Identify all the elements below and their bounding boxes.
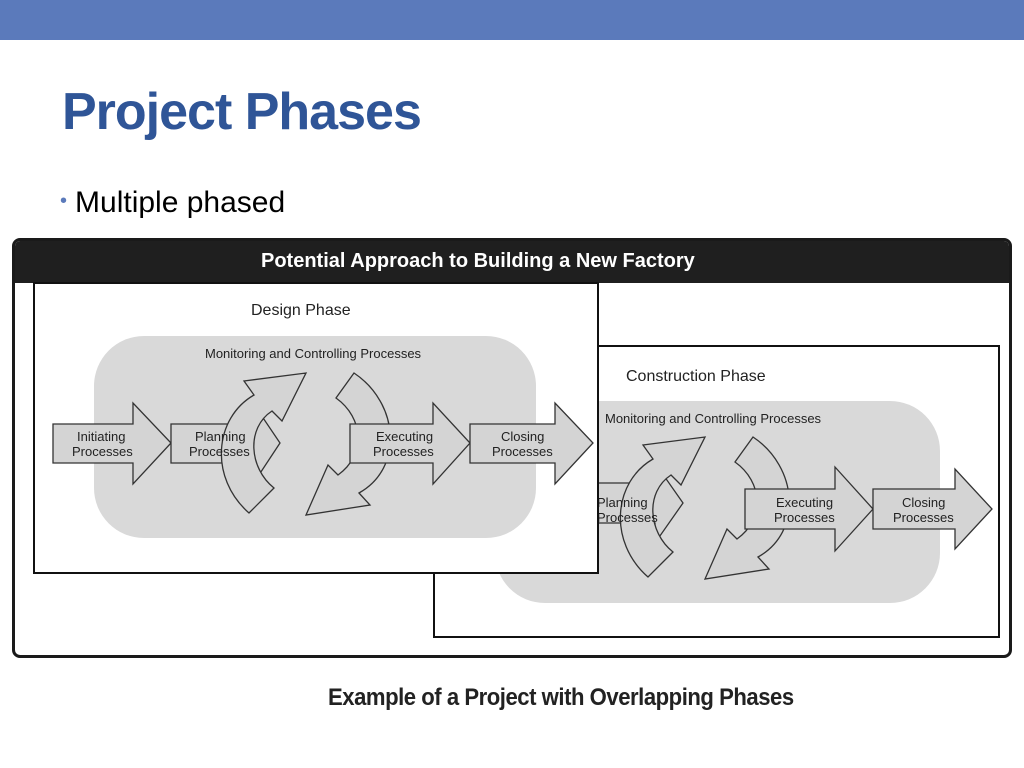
design-initiating-label-2: Processes <box>72 444 133 459</box>
construction-executing-arrow <box>744 465 874 553</box>
design-initiating-arrow <box>52 401 172 486</box>
bullet-icon: • <box>60 190 68 212</box>
construction-executing-label-1: Executing <box>776 495 833 510</box>
diagram-header-title: Potential Approach to Building a New Fac… <box>261 250 695 272</box>
construction-executing-label-2: Processes <box>774 510 835 525</box>
design-closing-label-2: Processes <box>492 444 553 459</box>
construction-closing-arrow <box>872 467 993 551</box>
construction-monitoring-cloud <box>495 401 940 603</box>
design-closing-arrow <box>469 401 594 486</box>
figure-caption: Example of a Project with Overlapping Ph… <box>328 684 794 711</box>
design-phase-title: Design Phase <box>251 302 351 319</box>
design-initiating-label-1: Initiating <box>77 429 125 444</box>
bullet-text: Multiple phased <box>75 186 286 219</box>
design-closing-label-1: Closing <box>501 429 544 444</box>
design-executing-label-2: Processes <box>373 444 434 459</box>
top-bar <box>0 0 1024 40</box>
construction-closing-label-2: Processes <box>893 510 954 525</box>
design-executing-arrow <box>349 401 471 486</box>
construction-closing-label-1: Closing <box>902 495 945 510</box>
diagram-svg: Construction Phase Monitoring and Contro… <box>33 282 1000 638</box>
design-executing-label-1: Executing <box>376 429 433 444</box>
design-planning-label-2: Processes <box>189 444 250 459</box>
design-monitoring-cloud <box>94 336 536 538</box>
bullet-item: • Multiple phased <box>60 186 285 220</box>
construction-monitoring-label: Monitoring and Controlling Processes <box>605 411 822 426</box>
diagram-header: Potential Approach to Building a New Fac… <box>15 241 1009 283</box>
construction-planning-label-2: Processes <box>597 510 658 525</box>
page-title: Project Phases <box>62 83 422 141</box>
construction-planning-label-1: Planning <box>597 495 648 510</box>
design-planning-label-1: Planning <box>195 429 246 444</box>
construction-phase-title: Construction Phase <box>626 368 766 385</box>
design-monitoring-label: Monitoring and Controlling Processes <box>205 346 422 361</box>
diagram-frame: Potential Approach to Building a New Fac… <box>12 238 1012 658</box>
